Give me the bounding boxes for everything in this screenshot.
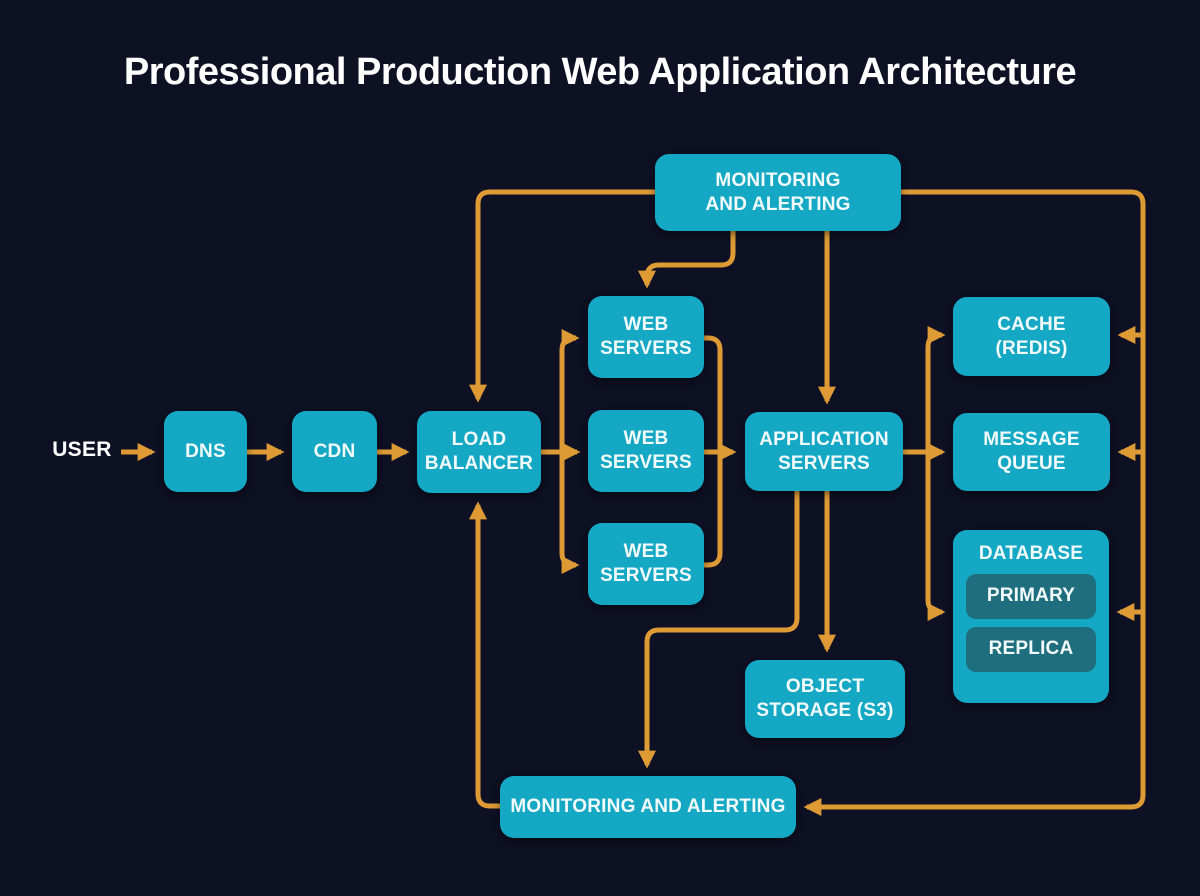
node-load-balancer: LOAD BALANCER <box>417 411 541 493</box>
node-monitoring-bottom: MONITORING AND ALERTING <box>500 776 796 838</box>
node-monitoring-bottom-label: MONITORING AND ALERTING <box>510 796 786 818</box>
node-load-balancer-label-1: LOAD <box>451 429 507 451</box>
node-database-title: DATABASE <box>978 543 1084 564</box>
edge-monitoring-bottom-loadbalancer <box>469 501 500 809</box>
node-message-queue: MESSAGE QUEUE <box>953 413 1110 491</box>
edge-application-monitoring-bottom <box>638 491 800 769</box>
node-object-storage-label-2: STORAGE (S3) <box>756 700 894 721</box>
node-web-servers-2: WEB SERVERS <box>588 410 704 492</box>
node-database-replica-label: REPLICA <box>988 638 1074 660</box>
node-message-queue-label-1: MESSAGE <box>983 429 1080 451</box>
node-object-storage: OBJECT STORAGE (S3) <box>745 660 905 738</box>
node-load-balancer-label-2: BALANCER <box>424 453 534 474</box>
diagram-title: Professional Production Web Application … <box>123 51 1077 93</box>
node-web-servers-3-label-1: WEB <box>623 541 669 563</box>
node-application-servers: APPLICATION SERVERS <box>745 412 903 491</box>
edge-loadbalancer-webservers-1 <box>559 329 580 452</box>
edge-monitoring-top-monitoring-bottom-rail <box>803 189 1146 816</box>
node-monitoring-top: MONITORING AND ALERTING <box>655 154 901 231</box>
node-web-servers-2-label-1: WEB <box>623 428 669 450</box>
node-cache-redis-label-2: (REDIS) <box>995 337 1068 359</box>
node-object-storage-label-1: OBJECT <box>785 676 865 698</box>
node-database-primary: PRIMARY <box>966 573 1096 619</box>
node-web-servers-3: WEB SERVERS <box>588 523 704 605</box>
node-cache-redis: CACHE (REDIS) <box>953 297 1110 376</box>
node-web-servers-2-label-2: SERVERS <box>600 452 692 473</box>
node-cdn-label: CDN <box>313 440 356 462</box>
node-cdn: CDN <box>292 411 377 492</box>
node-database: DATABASE PRIMARY REPLICA <box>953 530 1109 703</box>
node-dns-label: DNS <box>185 440 226 462</box>
node-monitoring-top-label-1: MONITORING <box>715 169 841 191</box>
edge-loadbalancer-webservers-3 <box>559 452 580 574</box>
node-monitoring-top-label-2: AND ALERTING <box>705 193 851 215</box>
node-web-servers-3-label-2: SERVERS <box>600 565 692 586</box>
user-label: USER <box>52 438 112 461</box>
node-web-servers-1-label-2: SERVERS <box>600 338 692 359</box>
node-application-servers-label-1: APPLICATION <box>759 428 889 450</box>
node-dns: DNS <box>164 411 247 492</box>
edge-application-cache <box>925 326 946 452</box>
node-application-servers-label-2: SERVERS <box>778 452 870 474</box>
node-database-replica: REPLICA <box>966 626 1096 672</box>
node-web-servers-1: WEB SERVERS <box>588 296 704 378</box>
edge-monitoring-top-loadbalancer <box>469 189 655 403</box>
edge-monitoring-top-webservers-1 <box>638 231 736 289</box>
node-web-servers-1-label-1: WEB <box>623 314 669 336</box>
node-cache-redis-label-1: CACHE <box>997 313 1066 335</box>
edge-application-database <box>925 452 946 621</box>
node-message-queue-label-2: QUEUE <box>997 453 1066 474</box>
node-database-primary-label: PRIMARY <box>986 585 1076 607</box>
